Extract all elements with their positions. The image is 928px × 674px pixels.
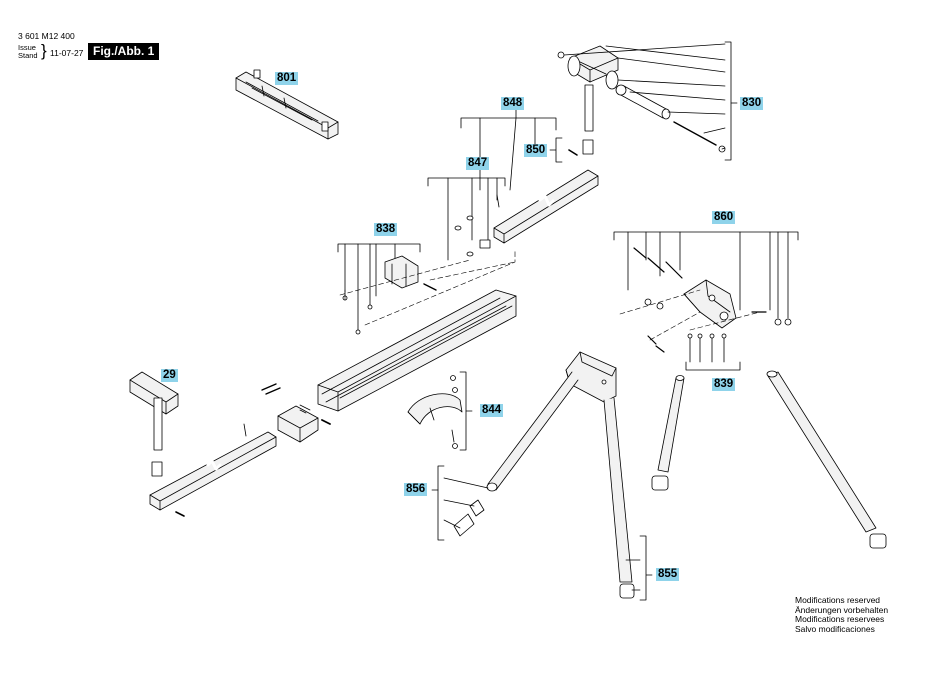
part-830-roller-stop [557, 41, 738, 161]
alignment-lines [339, 249, 516, 326]
bracket-860 [613, 231, 799, 326]
modifications-fr: Modifications reservees [795, 614, 885, 624]
modifications-es: Salvo modificaciones [795, 623, 875, 634]
issue-label: Issue Stand [18, 44, 38, 60]
lower-rail-tube [149, 383, 331, 517]
callout-860: 860 [712, 211, 736, 224]
callout-847: 847 [466, 157, 490, 170]
callout-856: 856 [404, 483, 428, 496]
callout-801: 801 [275, 72, 299, 85]
modifications-notice: Modifications reserved Änderungen vorbeh… [795, 595, 889, 634]
part-29-roller-stop [129, 371, 179, 451]
document-number: 3 601 M12 400 [18, 31, 75, 41]
upper-rail-tube [493, 139, 599, 244]
issue-date: 11-07-27 [50, 48, 84, 58]
main-rail [317, 289, 517, 412]
rail-end-block [277, 404, 319, 443]
issue-label-en: Issue [18, 43, 36, 52]
right-leg-assembly [651, 279, 887, 549]
right-alignment-lines [619, 289, 761, 341]
issue-label-de: Stand [18, 51, 38, 60]
clamp-844 [407, 371, 473, 451]
callout-29: 29 [161, 369, 178, 382]
bracket-848 [460, 107, 557, 191]
callout-855: 855 [656, 568, 680, 581]
figure-label: Fig./Abb. 1 [88, 43, 160, 60]
part-801-extension-arm [235, 69, 339, 140]
bracket-847 [427, 177, 506, 261]
modifications-de: Änderungen vorbehalten [795, 604, 889, 615]
modifications-en: Modifications reserved [795, 595, 881, 605]
brace-glyph: } [41, 41, 47, 60]
callout-838: 838 [374, 223, 398, 236]
callout-850: 850 [524, 144, 548, 157]
callout-839: 839 [712, 378, 736, 391]
clamp-838 [337, 243, 437, 335]
center-leg-assembly [431, 351, 653, 601]
callout-844: 844 [480, 404, 504, 417]
bracket-850 [549, 137, 563, 163]
callout-848: 848 [501, 97, 525, 110]
callout-830: 830 [740, 97, 764, 110]
bracket-839 [647, 333, 741, 371]
